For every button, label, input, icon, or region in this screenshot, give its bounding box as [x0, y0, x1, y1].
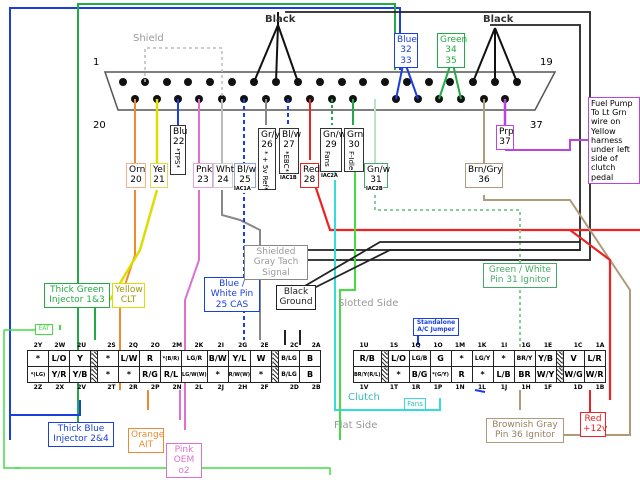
black-ground-callout: Black Ground	[276, 285, 316, 310]
black-ground-right-label: Black	[483, 14, 514, 25]
pin-37-label: 37	[530, 120, 543, 131]
pink-o2-callout: Pink OEM o2	[166, 443, 202, 479]
flat-side-label: Flat Side	[334, 420, 378, 431]
fans-label: Fans	[404, 398, 426, 411]
eat-label: EAT	[35, 324, 53, 335]
iac2b-label: IAC2B	[366, 186, 383, 193]
main-connector-body	[103, 71, 557, 111]
blue-box-pins: 32 33	[400, 45, 412, 66]
standalone-ac-jumper: Standalone A/C Jumper	[413, 318, 459, 336]
red-12v-callout: Red +12v	[580, 412, 607, 437]
shield-dashed	[144, 47, 223, 99]
green-34-35-box: Green 34 35	[437, 33, 468, 69]
blue-white-cas-callout: Blue / White Pin 25 CAS	[204, 277, 260, 313]
fuel-pump-note: Fuel Pump To Lt Grn wire on Yellow harne…	[588, 97, 640, 184]
slotted-side-label: Slotted Side	[338, 298, 399, 309]
main-connector-pins	[119, 78, 521, 103]
shielded-gray-callout: Shielded Gray Tach Signal	[244, 245, 308, 281]
thick-green-callout: Thick Green Injector 1&3	[44, 283, 110, 308]
green-box-pins: 34 35	[445, 45, 457, 66]
pin-19-label: 19	[540, 57, 553, 68]
black-ground-left-label: Black	[265, 14, 296, 25]
iac1a-label: IAC1A	[234, 186, 251, 193]
thick-blue-callout: Thick Blue Injector 2&4	[48, 422, 114, 447]
yellow-clt-callout: Yellow CLT	[112, 283, 145, 308]
blue-box-title: Blue	[397, 35, 417, 45]
blue-32-33-box: Blue 32 33	[394, 33, 418, 69]
green-box-title: Green	[440, 35, 468, 45]
wire-green-eat	[15, 467, 331, 475]
green-white-ignitor-callout: Green / White Pin 31 Ignitor	[483, 263, 557, 288]
clutch-label: Clutch	[348, 392, 380, 403]
pin-20-label: 20	[93, 120, 106, 131]
shield-label: Shield	[133, 33, 164, 44]
brownish-gray-ignitor-callout: Brownish Gray Pin 36 Ignitor	[486, 418, 564, 443]
pin-1-label: 1	[93, 57, 100, 68]
orange-ait-callout: Orange AIT	[128, 428, 164, 453]
iac1b-label: IAC1B	[280, 175, 297, 182]
iac2a-label: IAC2A	[321, 173, 338, 180]
